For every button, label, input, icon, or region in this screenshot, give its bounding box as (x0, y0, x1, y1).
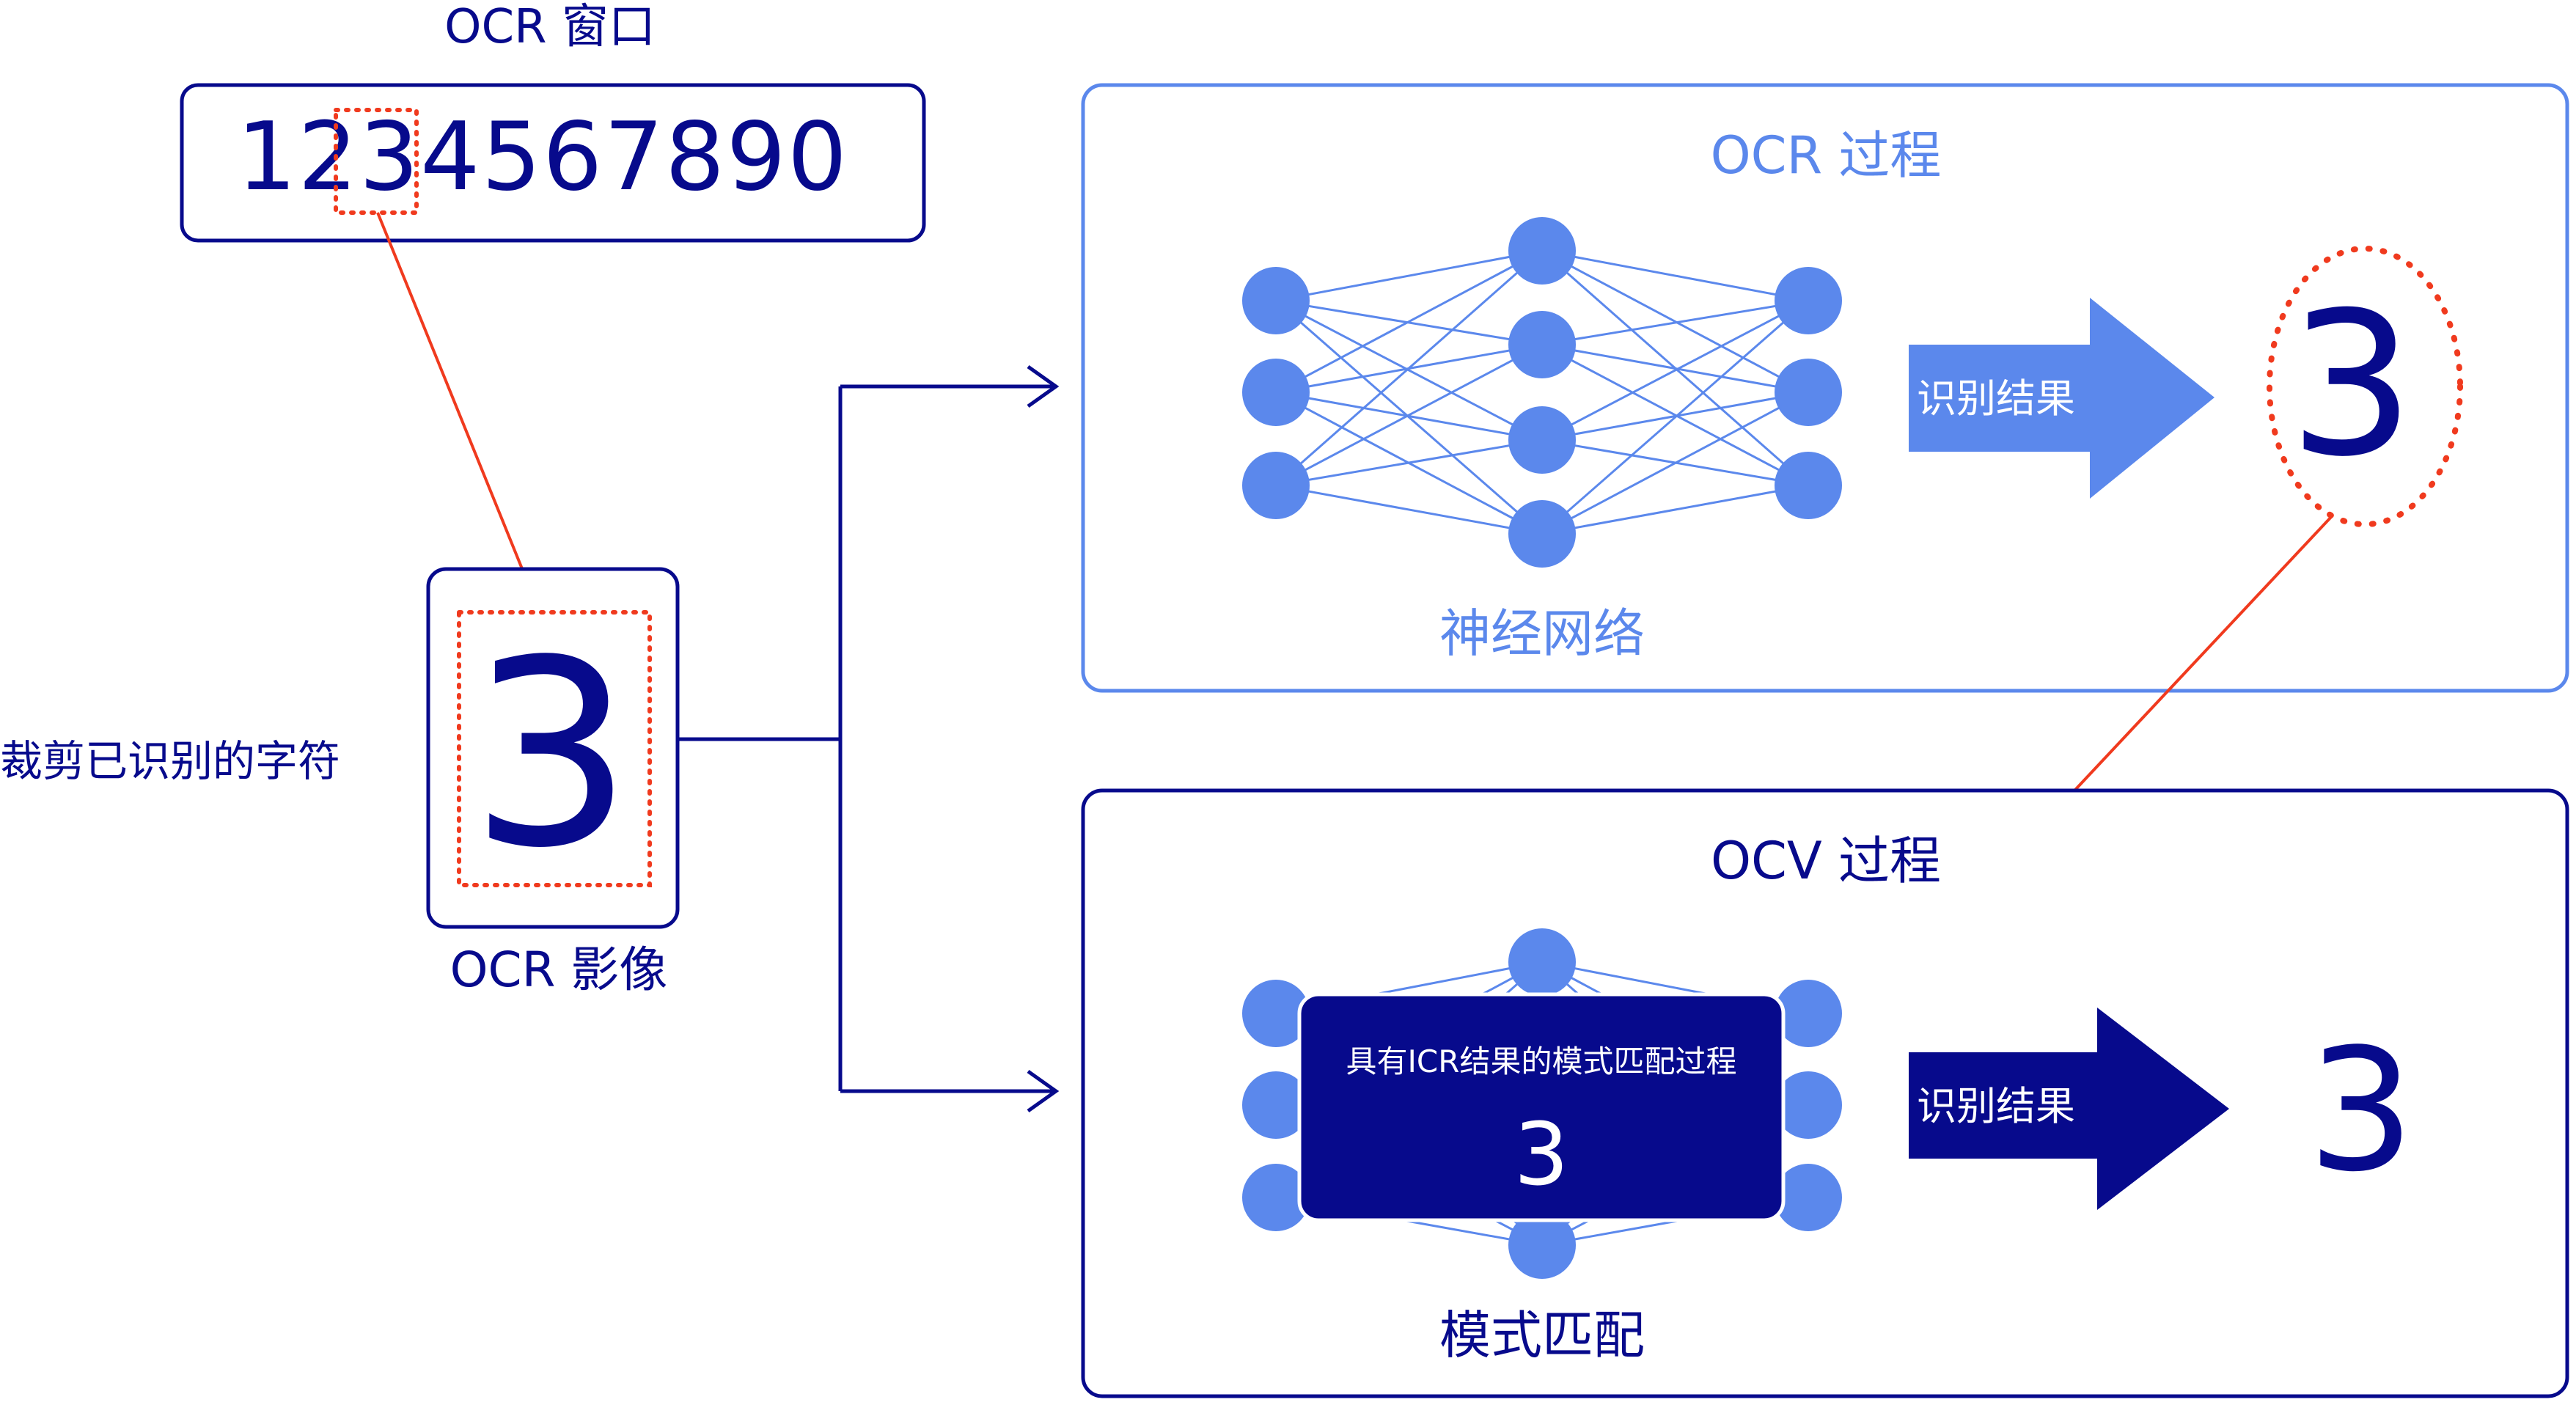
network-node (1242, 452, 1310, 519)
network-node (1775, 452, 1842, 519)
network-node (1775, 267, 1842, 334)
ocr-result-arrow (1909, 298, 2214, 499)
network-node (1775, 1071, 1842, 1139)
ocr-window-title: OCR 窗口 (444, 0, 656, 54)
network-edge (1275, 249, 1543, 487)
network-node (1775, 1164, 1842, 1231)
network-edge (1541, 299, 1809, 346)
network-edge (1541, 299, 1809, 441)
network-node (1508, 1211, 1576, 1279)
crop-arrow (376, 212, 535, 601)
pattern-match-box-char: 3 (1513, 1104, 1568, 1205)
network-node (1508, 500, 1576, 568)
network-node (1508, 311, 1576, 378)
network-edge (1275, 249, 1543, 394)
network-node (1508, 217, 1576, 285)
pattern-match-box-text: 具有ICR结果的模式匹配过程 (1346, 1043, 1737, 1079)
network-node (1242, 267, 1310, 334)
network-node (1242, 1071, 1310, 1139)
crop-side-label: 裁剪已识别的字符 (0, 736, 340, 786)
ocr-process-title: OCR 过程 (1711, 125, 1942, 186)
ocv-process-title: OCV 过程 (1711, 831, 1941, 891)
network-node (1775, 980, 1842, 1047)
ocr-window-box (180, 83, 926, 243)
network-edge (1541, 249, 1809, 302)
ocv-result-arrow-label: 识别结果 (1917, 1083, 2075, 1129)
network-edge (1541, 299, 1809, 535)
branch-connector (678, 364, 1060, 1113)
network-node (1508, 406, 1576, 474)
network-edge (1275, 439, 1543, 487)
ocr-window-digits: 1234567890 (237, 103, 848, 212)
network-node (1508, 928, 1576, 996)
network-edge (1541, 391, 1809, 535)
network-edge (1541, 343, 1809, 394)
ocr-result-highlight (2267, 246, 2463, 527)
ocv-result-char: 3 (2308, 1013, 2415, 1209)
neural-network (1242, 217, 1842, 568)
network-node (1242, 980, 1310, 1047)
ocv-result-arrow (1909, 1008, 2229, 1210)
pattern-match-box (1297, 992, 1786, 1222)
network-node (1775, 359, 1842, 426)
network-edge (1275, 249, 1543, 302)
crop-selection-box (457, 610, 652, 887)
ocr-image-caption: OCR 影像 (450, 942, 668, 998)
ocr-image-box (426, 567, 680, 929)
digit-selection-box (334, 108, 419, 215)
ocr-image-char: 3 (470, 605, 634, 904)
ocr-result-char: 3 (2289, 269, 2415, 500)
network-node (1242, 1164, 1310, 1231)
pattern-network-label: 模式匹配 (1439, 1305, 1645, 1365)
network-edge (1275, 299, 1543, 441)
network-edge (1541, 484, 1809, 535)
network-edge (1275, 484, 1543, 535)
ocr-result-arrow-label: 识别结果 (1917, 375, 2075, 422)
neural-network-label: 神经网络 (1439, 604, 1645, 664)
network-edge (1275, 343, 1543, 487)
network-node (1242, 359, 1310, 426)
